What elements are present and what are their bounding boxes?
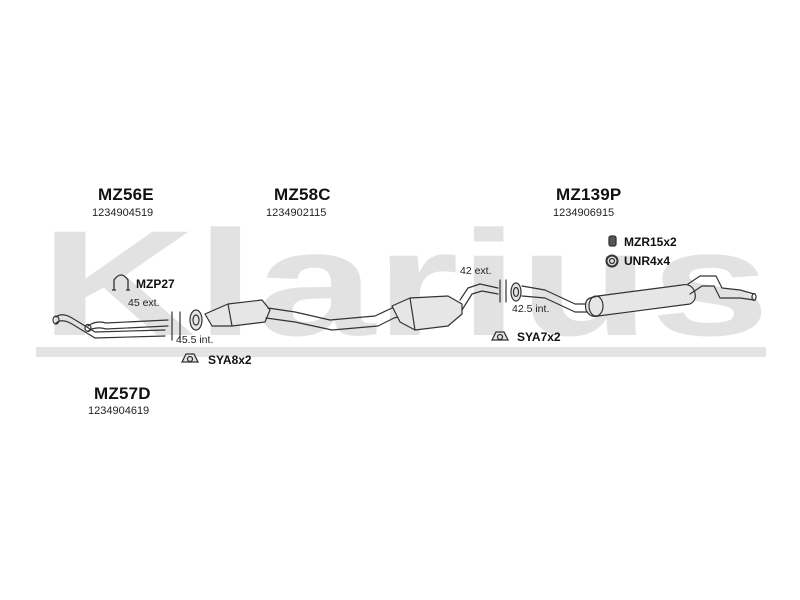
center-box — [391, 295, 463, 331]
number-front-pipe: 1234904519 — [92, 207, 154, 219]
ring-icon — [605, 254, 619, 268]
seal-icon — [490, 331, 510, 341]
dim-front-ext: 45 ext. — [128, 297, 160, 309]
code-center: MZ58C — [274, 185, 331, 204]
rear-link-pipe — [459, 283, 499, 301]
code-front-pipe: MZ56E — [98, 185, 154, 204]
code-rear: MZ139P — [556, 185, 622, 204]
label-seal-rear: SYA7x2 — [517, 330, 561, 344]
center-pipe-edge — [265, 315, 403, 331]
code-lower: MZ57D — [94, 384, 151, 403]
watermark-underline — [36, 347, 766, 357]
front-pipe-upper-edge — [87, 325, 169, 332]
seal-icon — [180, 353, 200, 363]
label-ring: UNR4x4 — [624, 254, 671, 268]
tailpipe — [687, 275, 755, 295]
label-rubber-mount: MZR15x2 — [624, 235, 677, 249]
number-lower: 1234904619 — [88, 405, 150, 417]
number-rear: 1234906915 — [553, 207, 615, 219]
dim-rear-int: 42.5 int. — [512, 303, 550, 315]
rubber-mount-icon — [608, 235, 617, 247]
dim-front-int: 45.5 int. — [176, 334, 214, 346]
label-seal-front: SYA8x2 — [208, 353, 252, 367]
watermark-text: Klarius — [40, 199, 770, 367]
label-clamp: MZP27 — [136, 277, 175, 291]
front-flange — [189, 309, 203, 331]
rear-silencer — [584, 283, 696, 317]
dim-rear-ext: 42 ext. — [460, 265, 492, 277]
center-silencer — [204, 299, 271, 327]
number-center: 1234902115 — [266, 207, 327, 219]
front-pipe-lower-edge — [55, 320, 166, 339]
clamp-icon — [113, 274, 129, 290]
rear-flange — [510, 282, 522, 302]
